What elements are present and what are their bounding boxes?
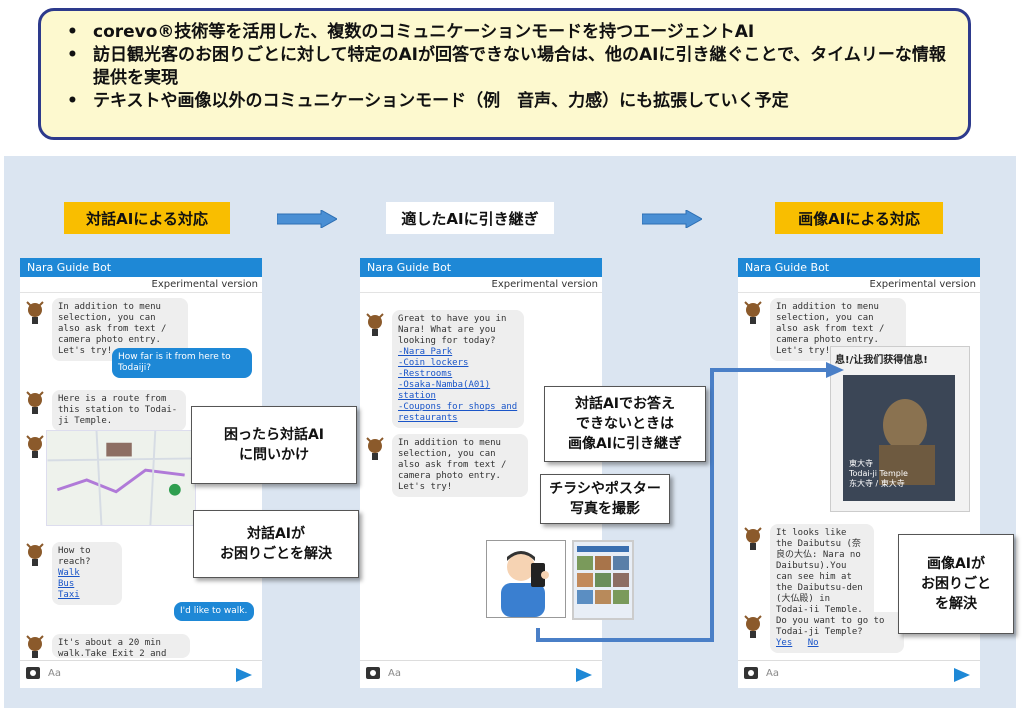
version-label: Experimental version [738,277,980,293]
photo-label-1: 東大寺 [849,459,873,468]
bot-message: Do you want to go to Todai-ji Temple? Ye… [770,612,904,653]
uploaded-photo: 息!/让我们获得信息! 東大寺 Todai-ji Temple 东大寺 / 東大… [830,346,970,512]
user-message: How far is it from here to Todaiji? [112,348,252,378]
deer-mascot-icon [26,301,44,324]
camera-icon[interactable] [26,667,40,679]
callout-line: お困りごと [921,576,991,592]
step-handover: 適したAIに引き継ぎ [386,202,554,234]
bot-title: Nara Guide Bot [738,258,980,277]
arrow-right-icon [642,210,702,228]
photo-caption: 息!/让我们获得信息! [835,355,928,366]
callout-dialogue-solves: 対話AIが お困りごとを解決 [193,510,359,578]
deer-mascot-icon [744,301,762,324]
bullet-3: テキストや画像以外のコミュニケーションモード（例 音声、力感）にも拡張していく予… [61,90,948,113]
camera-icon[interactable] [744,667,758,679]
step-dialogue-ai: 対話AIによる対応 [64,202,230,234]
message-input[interactable]: Aa [48,668,61,679]
deer-mascot-icon [744,527,762,550]
answer-options: Yes No [776,638,898,649]
callout-line: できないときは [576,416,674,432]
bot-message: Great to have you in Nara! What are you … [392,310,524,428]
version-label: Experimental version [20,277,262,293]
callout-ask-dialogue-ai: 困ったら対話AI に問いかけ [191,406,357,484]
question-text: Do you want to go to Todai-ji Temple? [776,616,885,637]
message-input[interactable]: Aa [388,668,401,679]
bot-message: It's about a 20 min walk.Take Exit 2 and… [52,634,190,658]
deer-mascot-icon [26,391,44,414]
phone-image-ai: Nara Guide Bot Experimental version In a… [738,258,980,688]
bullet-2: 訪日観光客のお困りごとに対して特定のAIが回答できない場合は、他のAIに引き継ぐ… [61,44,948,90]
tourist-poster-image [572,540,634,620]
photo-label-2: Todai-ji Temple [849,469,908,478]
version-label: Experimental version [360,277,602,293]
bus-link[interactable]: Bus [58,579,75,589]
yes-link[interactable]: Yes [776,638,793,648]
callout-handover: 対話AIでお答え できないときは 画像AIに引き継ぎ [544,386,706,462]
phone-handover: Nara Guide Bot Experimental version Grea… [360,258,602,688]
coin-lockers-link[interactable]: -Coin lockers [398,358,469,368]
callout-line: 困ったら対話AI [223,427,325,443]
nara-park-link[interactable]: -Nara Park [398,347,453,357]
callout-line: を解決 [935,596,977,612]
step-image-ai: 画像AIによる対応 [775,202,943,234]
bot-title: Nara Guide Bot [20,258,262,277]
send-icon[interactable] [236,668,252,682]
user-message: I'd like to walk. [174,602,254,621]
callout-line: 画像AIが [926,556,986,572]
bullet-1: corevo®技術等を活用した、複数のコミュニケーションモードを持つエージェント… [61,21,948,44]
arrow-right-icon [277,210,337,228]
deer-mascot-icon [26,635,44,658]
bot-message: In addition to menu selection, you can a… [770,298,906,361]
callout-line: に問いかけ [239,447,309,463]
callout-line: チラシやポスター [549,481,661,497]
person-photographing-illustration [486,540,566,618]
photo-label-3: 东大寺 / 東大寺 [849,479,905,488]
restrooms-link[interactable]: -Restrooms [398,369,453,379]
bot-message: In addition to menu selection, you can a… [392,434,528,497]
photo-label: 東大寺 Todai-ji Temple 东大寺 / 東大寺 [849,459,908,489]
callout-line: 画像AIに引き継ぎ [567,436,683,452]
deer-mascot-icon [366,437,384,460]
bot-message: Here is a route from this station to Tod… [52,390,186,431]
callout-image-solves: 画像AIが お困りごと を解決 [898,534,1014,634]
no-link[interactable]: No [807,638,819,648]
bot-message: How to reach? Walk Bus Taxi [52,542,122,605]
callout-line: 対話AIが [246,526,306,542]
walk-link[interactable]: Walk [58,568,80,578]
welcome-text: Great to have you in Nara! What are you … [398,314,507,346]
callout-take-photo: チラシやポスター 写真を撮影 [540,474,670,524]
route-map-image[interactable] [46,430,196,526]
buddha-statue-icon [843,375,955,501]
callout-line: 写真を撮影 [570,501,640,517]
reach-title: How to reach? [58,546,91,567]
person-camera-icon [501,551,549,617]
handover-connector [536,362,844,642]
message-input[interactable]: Aa [766,668,779,679]
taxi-link[interactable]: Taxi [58,590,80,600]
deer-mascot-icon [366,313,384,336]
coupons-link[interactable]: -Coupons for shops and restaurants [398,402,518,423]
bot-title: Nara Guide Bot [360,258,602,277]
message-composer: Aa [20,660,262,688]
message-composer: Aa [360,660,602,688]
callout-line: お困りごとを解決 [220,546,332,562]
camera-icon[interactable] [366,667,380,679]
send-icon[interactable] [954,668,970,682]
callout-line: 対話AIでお答え [574,396,676,412]
summary-banner: corevo®技術等を活用した、複数のコミュニケーションモードを持つエージェント… [38,8,971,140]
deer-mascot-icon [26,435,44,458]
deer-mascot-icon [26,543,44,566]
deer-mascot-icon [744,615,762,638]
send-icon[interactable] [576,668,592,682]
osaka-namba-link[interactable]: -Osaka-Namba(A01) station [398,380,491,401]
poster-grid-icon [574,542,632,618]
daibutsu-photo: 東大寺 Todai-ji Temple 东大寺 / 東大寺 [843,375,955,501]
message-composer: Aa [738,660,980,688]
